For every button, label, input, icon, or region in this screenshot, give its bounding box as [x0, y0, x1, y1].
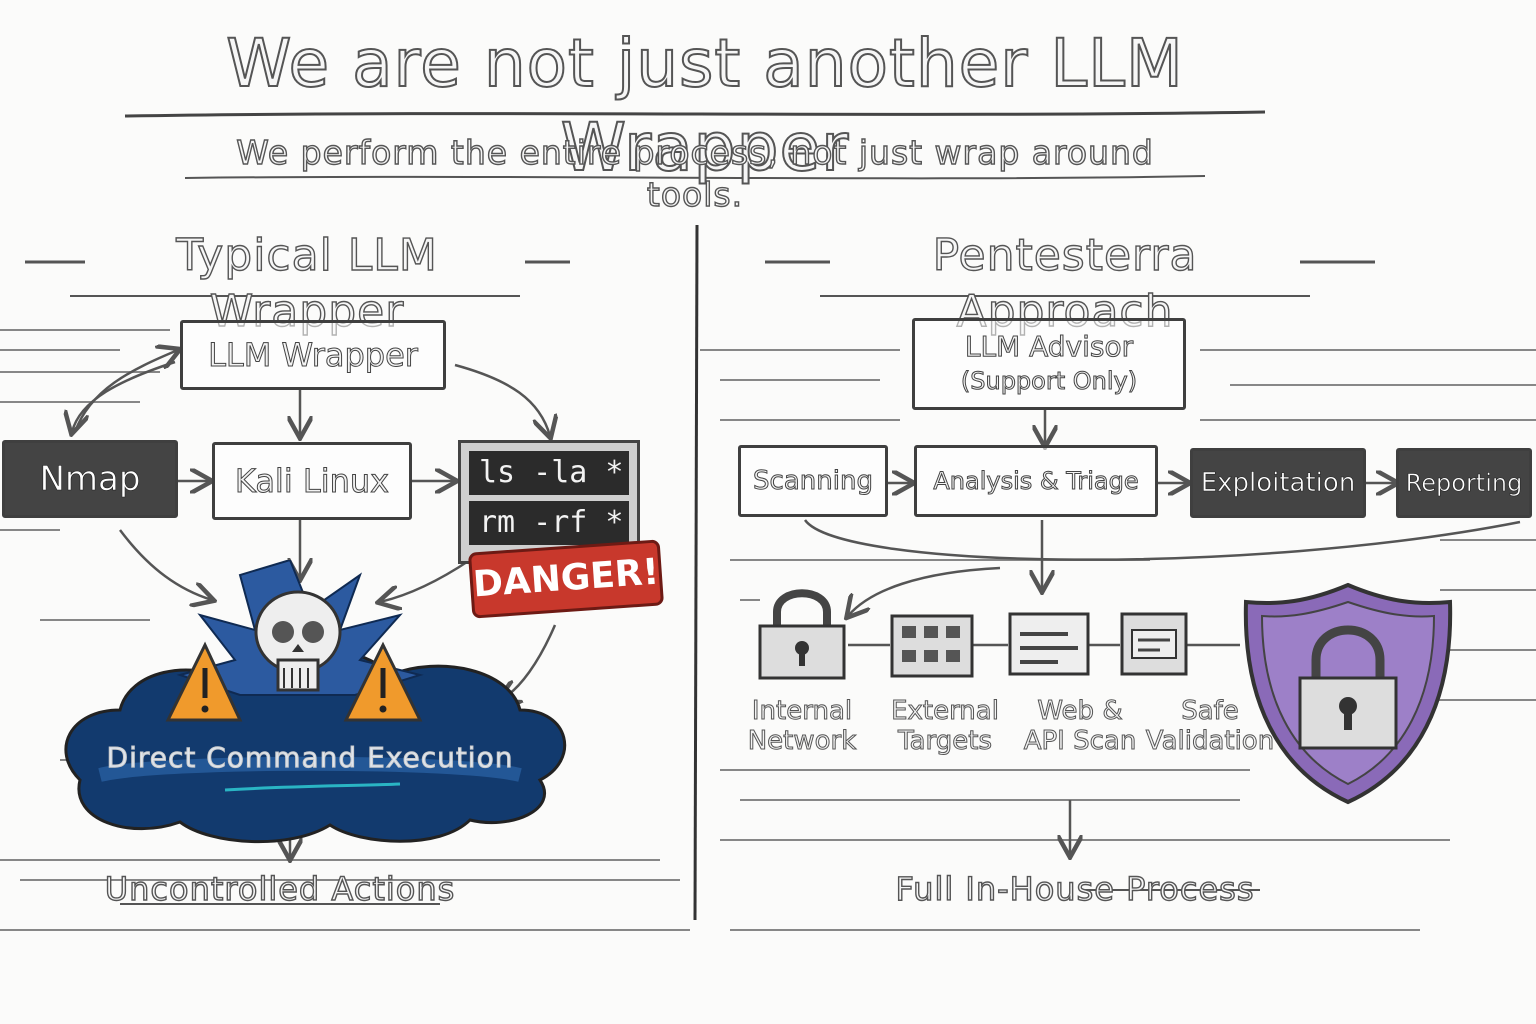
target-web-api: Web & API Scan [1020, 696, 1140, 757]
target-line1: Internal [751, 696, 853, 727]
grid-icon [1120, 612, 1188, 676]
warning-icon [165, 641, 243, 722]
lock-icon [758, 589, 846, 680]
target-line1: Web & [1037, 696, 1123, 727]
advisor-line2: (Support Only) [960, 367, 1138, 396]
shield-lock-icon [1243, 582, 1453, 805]
left-heading: Typical LLM Wrapper [176, 229, 438, 337]
cloud-label: Direct Command Execution [106, 741, 514, 775]
target-line2: Validation [1145, 726, 1275, 757]
target-safe: Safe Validation [1145, 696, 1275, 757]
step-reporting: Reporting [1396, 448, 1532, 518]
left-result: Uncontrolled Actions [104, 869, 456, 908]
terminal-line: rm -rf * [469, 501, 629, 545]
explosion-cloud-graphic [64, 560, 567, 844]
web-window-icon [1008, 612, 1090, 676]
llm-advisor-box: LLM Advisor (Support Only) [912, 318, 1186, 410]
target-line2: Targets [898, 726, 993, 757]
nmap-box: Nmap [2, 440, 178, 518]
step-exploitation: Exploitation [1190, 448, 1366, 518]
target-line2: Network [747, 726, 857, 757]
step-scanning: Scanning [738, 445, 888, 517]
page-title: We are not just another LLM Wrapper [225, 24, 1184, 187]
kali-linux-box: Kali Linux [212, 442, 412, 520]
target-internal: Internal Network [740, 696, 864, 757]
skull-icon [254, 590, 342, 692]
warning-icon [343, 641, 423, 722]
target-external: External Targets [880, 696, 1010, 757]
target-line2: API Scan [1023, 726, 1137, 757]
server-icon [890, 614, 974, 678]
target-line1: External [891, 696, 1000, 727]
right-result: Full In-House Process [895, 869, 1255, 908]
step-analysis: Analysis & Triage [914, 445, 1158, 517]
terminal-line: ls -la * [469, 451, 629, 495]
page-subtitle: We perform the entire process, not just … [235, 132, 1154, 214]
advisor-line1: LLM Advisor [964, 330, 1134, 364]
llm-wrapper-box: LLM Wrapper [180, 320, 446, 390]
target-line1: Safe [1181, 696, 1240, 727]
